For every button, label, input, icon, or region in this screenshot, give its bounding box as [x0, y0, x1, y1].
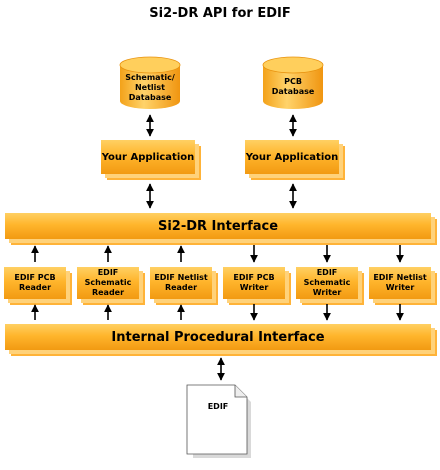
database-label: Schematic/ Netlist Database: [125, 73, 175, 102]
application-label: Your Application: [245, 151, 339, 163]
edif-netlist-reader: EDIF Netlist Reader: [150, 267, 212, 299]
document-icon: [186, 384, 251, 458]
reader-writer-label: EDIF Schematic Writer: [303, 268, 351, 297]
internal-procedural-interface-bar: Internal Procedural Interface: [5, 324, 431, 350]
database-label: PCB Database: [271, 77, 315, 96]
diagram-title: Si2-DR API for EDIF: [149, 6, 291, 21]
application-block-right: Your Application: [245, 140, 339, 174]
edif-file-label: EDIF: [207, 402, 229, 411]
database-cylinder-icon: [262, 56, 324, 109]
pcb-database: PCB Database: [260, 55, 326, 111]
edif-file: EDIF: [183, 382, 261, 462]
application-block-left: Your Application: [101, 140, 195, 174]
schematic-netlist-database: Schematic/ Netlist Database: [117, 55, 183, 111]
edif-pcb-reader: EDIF PCB Reader: [4, 267, 66, 299]
reader-writer-label: EDIF PCB Writer: [233, 273, 275, 292]
reader-writer-label: EDIF PCB Reader: [14, 273, 56, 292]
application-label: Your Application: [101, 151, 195, 163]
reader-writer-label: EDIF Netlist Reader: [154, 273, 208, 292]
edif-pcb-writer: EDIF PCB Writer: [223, 267, 285, 299]
database-cylinder-icon: [119, 56, 181, 109]
procedural-label: Internal Procedural Interface: [111, 329, 325, 345]
edif-netlist-writer: EDIF Netlist Writer: [369, 267, 431, 299]
reader-writer-label: EDIF Schematic Reader: [84, 268, 132, 297]
si2dr-interface-bar: Si2-DR Interface: [5, 213, 431, 239]
edif-schematic-reader: EDIF Schematic Reader: [77, 267, 139, 299]
reader-writer-label: EDIF Netlist Writer: [373, 273, 427, 292]
interface-label: Si2-DR Interface: [157, 218, 279, 234]
edif-schematic-writer: EDIF Schematic Writer: [296, 267, 358, 299]
